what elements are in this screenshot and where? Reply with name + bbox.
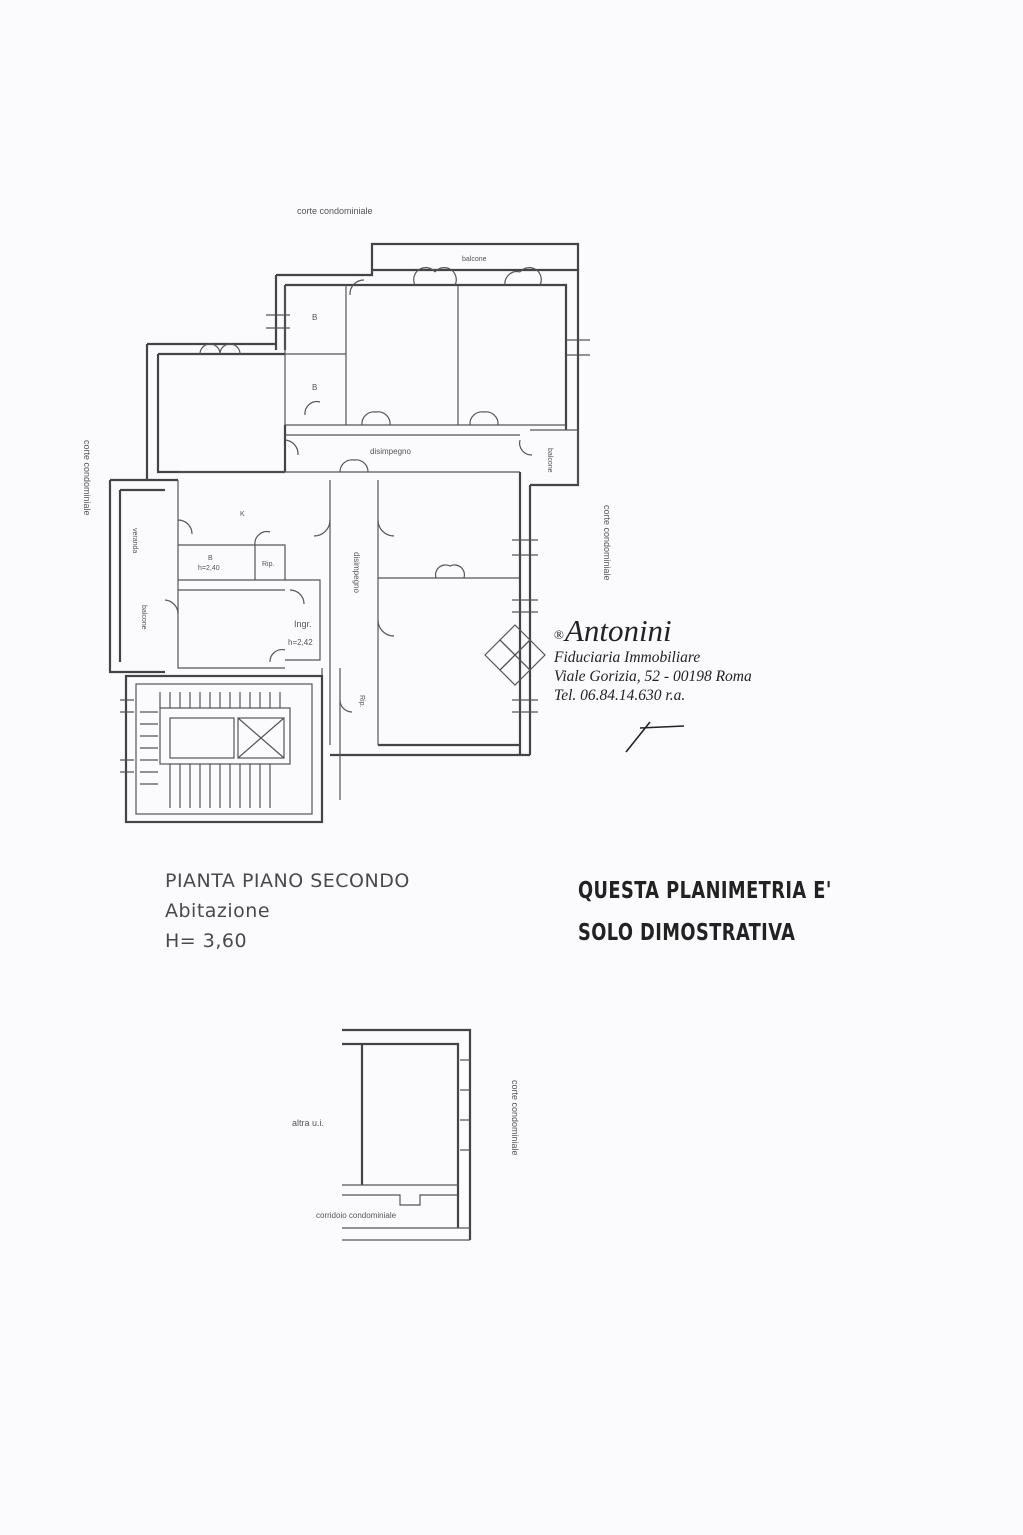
agency-stamp: ®Antonini Fiduciaria Immobiliare Viale G… <box>554 614 752 705</box>
label-veranda: veranda <box>131 528 138 553</box>
label-corte-left: corte condominiale <box>82 440 92 516</box>
apartment-walls <box>108 242 580 800</box>
notice-line-2: SOLO DIMOSTRATIVA <box>578 920 796 946</box>
plan-labels: corte condominiale corte condominiale co… <box>82 206 612 1220</box>
notice-line-1: QUESTA PLANIMETRIA E' <box>578 878 832 904</box>
registered-mark: ® <box>554 627 564 642</box>
cellar-unit <box>342 1028 472 1241</box>
plan-title-block: PIANTA PIANO SECONDO Abitazione H= 3,60 <box>165 866 410 956</box>
agency-logo-icon <box>484 624 546 686</box>
label-disimpegno-h: disimpegno <box>370 447 411 456</box>
stair-treads <box>140 692 281 808</box>
label-disimpegno-v: disimpegno <box>352 552 361 593</box>
agency-name-row: ®Antonini <box>554 614 752 648</box>
label-corridoio: corridoio condominiale <box>316 1211 397 1220</box>
label-corte-right: corte condominiale <box>602 505 612 581</box>
label-balcone-left: balcone <box>140 605 147 630</box>
label-rip-v: Rip. <box>358 695 365 708</box>
label-h242: h=2,42 <box>288 638 313 647</box>
label-altra-ui: altra u.i. <box>292 1118 324 1128</box>
label-rip: Rip. <box>262 561 275 568</box>
label-ingr: Ingr. <box>294 619 312 629</box>
plan-height: H= 3,60 <box>165 930 248 952</box>
stairwell <box>124 674 324 824</box>
door-swings <box>164 267 542 713</box>
plan-title: PIANTA PIANO SECONDO <box>165 870 410 892</box>
signature-mark <box>625 721 685 753</box>
label-h240: h=2,40 <box>198 565 220 572</box>
label-corte-lower: corte condominiale <box>510 1080 520 1156</box>
label-balcone-right: balcone <box>546 448 553 473</box>
window-marks <box>120 314 590 773</box>
agency-address: Viale Gorizia, 52 - 00198 Roma <box>554 668 752 685</box>
agency-phone: Tel. 06.84.14.630 r.a. <box>554 687 686 704</box>
agency-name: Antonini <box>564 613 672 648</box>
agency-subtitle: Fiduciaria Immobiliare <box>554 649 701 666</box>
label-cucina: K <box>240 511 245 518</box>
label-bagno-1: B <box>312 313 317 322</box>
label-bagno-3: B <box>208 555 213 562</box>
label-balcone-top: balcone <box>462 256 487 263</box>
label-bagno-2: B <box>312 383 317 392</box>
demonstrative-notice: QUESTA PLANIMETRIA E' SOLO DIMOSTRATIVA <box>578 870 832 954</box>
label-corte-top: corte condominiale <box>297 206 373 216</box>
plan-unit-type: Abitazione <box>165 900 271 922</box>
